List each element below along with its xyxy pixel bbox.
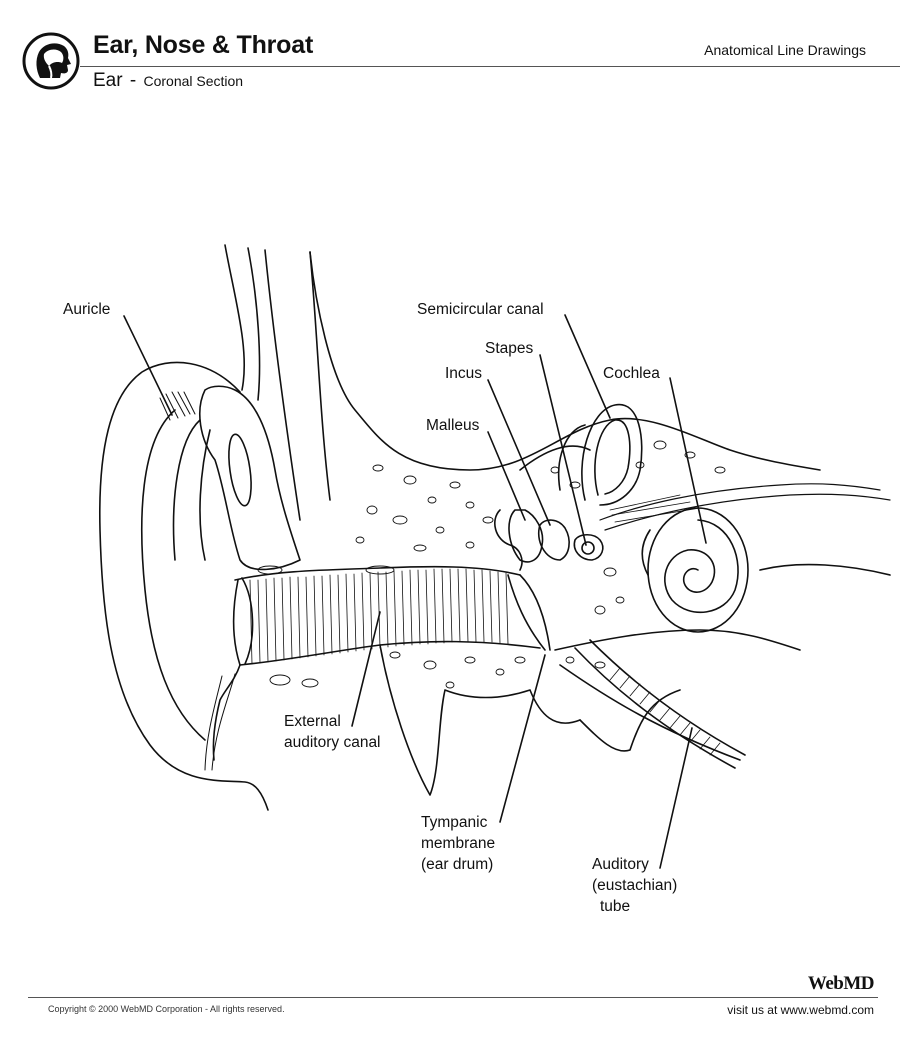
subtitle-separator: - xyxy=(129,70,137,91)
label-cochlea: Cochlea xyxy=(603,365,660,382)
subtitle-detail: Coronal Section xyxy=(143,73,244,89)
brand-logo: WebMD xyxy=(807,973,875,994)
header-divider xyxy=(80,66,900,67)
leader-semicircular-canal xyxy=(564,314,611,419)
footer-divider xyxy=(28,997,878,998)
label-malleus: Malleus xyxy=(426,417,480,434)
leader-incus xyxy=(487,379,551,526)
eustachian-tube xyxy=(589,639,746,756)
label-external-canal-line1: External xyxy=(284,713,341,730)
label-tympanic-line2: membrane xyxy=(421,835,496,852)
label-auditory-tube-line2: (eustachian) xyxy=(592,877,678,894)
label-auditory-tube-line3: tube xyxy=(600,898,631,915)
scalp-line xyxy=(224,244,246,391)
label-auditory-tube-line1: Auditory xyxy=(592,856,649,873)
canal-lower xyxy=(239,640,541,666)
cochlea-shape xyxy=(647,507,749,633)
label-semicircular-canal: Semicircular canal xyxy=(417,301,544,318)
label-auricle: Auricle xyxy=(63,301,111,318)
stapes-shape xyxy=(573,533,604,561)
auricle-inner-fold xyxy=(140,409,206,741)
malleus-shape xyxy=(508,509,544,563)
copyright-text: Copyright © 2000 WebMD Corporation - All… xyxy=(48,1004,285,1014)
leader-tympanic xyxy=(499,654,546,823)
page-subtitle: Ear - Coronal Section xyxy=(93,70,243,92)
leader-malleus xyxy=(487,431,526,521)
label-stapes: Stapes xyxy=(485,340,534,357)
visit-link[interactable]: visit us at www.webmd.com xyxy=(727,1003,874,1017)
label-tympanic-line1: Tympanic xyxy=(421,814,488,831)
label-incus: Incus xyxy=(445,365,483,382)
series-title: Anatomical Line Drawings xyxy=(704,42,866,58)
leader-external-canal xyxy=(351,611,381,727)
semicircular-canal xyxy=(581,403,643,506)
incus-shape xyxy=(538,519,570,561)
head-profile-icon xyxy=(22,32,80,90)
subtitle-main: Ear xyxy=(93,70,123,91)
leader-cochlea xyxy=(669,377,707,544)
auricle-outline xyxy=(98,361,269,811)
leader-stapes xyxy=(539,354,587,546)
leader-auditory-tube xyxy=(659,727,693,869)
tympanic-membrane xyxy=(519,574,551,651)
page-title: Ear, Nose & Throat xyxy=(93,31,314,59)
label-tympanic-line3: (ear drum) xyxy=(421,856,494,873)
label-external-canal-line2: auditory canal xyxy=(284,734,381,751)
leader-auricle xyxy=(123,315,173,416)
